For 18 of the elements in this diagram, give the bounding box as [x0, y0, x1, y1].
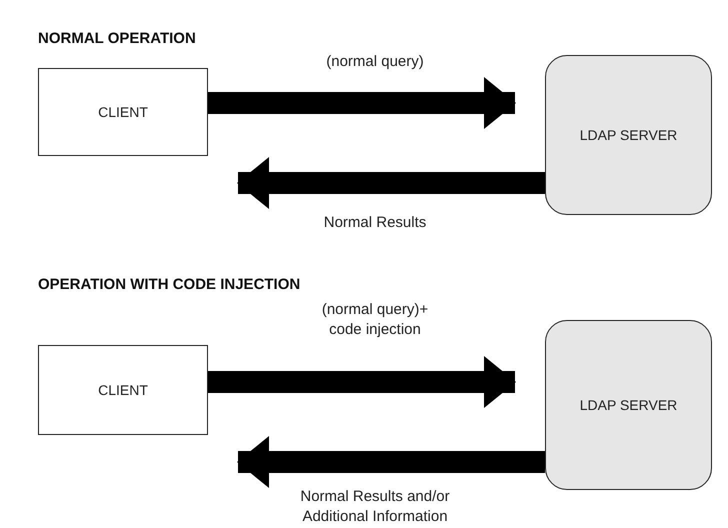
- server-box: [545, 55, 712, 215]
- node-label: CLIENT: [98, 380, 148, 400]
- thick-arrow: [208, 356, 516, 408]
- thick-arrow: [208, 77, 516, 129]
- section-heading: NORMAL OPERATION: [38, 30, 196, 47]
- node-label: LDAP SERVER: [580, 396, 678, 414]
- client-box: [38, 68, 208, 156]
- edge-label: Normal Results: [324, 213, 426, 232]
- thick-arrow: [237, 157, 545, 209]
- edge-label: (normal query)+ code injection: [320, 300, 430, 339]
- edge-label: Normal Results and/or Additional Information: [299, 487, 451, 526]
- edge-label: (normal query): [326, 52, 424, 72]
- section-heading: OPERATION WITH CODE INJECTION: [38, 276, 300, 293]
- server-box: [545, 320, 712, 490]
- client-box: [38, 345, 208, 435]
- node-label: LDAP SERVER: [580, 126, 678, 144]
- node-label: CLIENT: [98, 102, 148, 122]
- thick-arrow: [237, 436, 545, 488]
